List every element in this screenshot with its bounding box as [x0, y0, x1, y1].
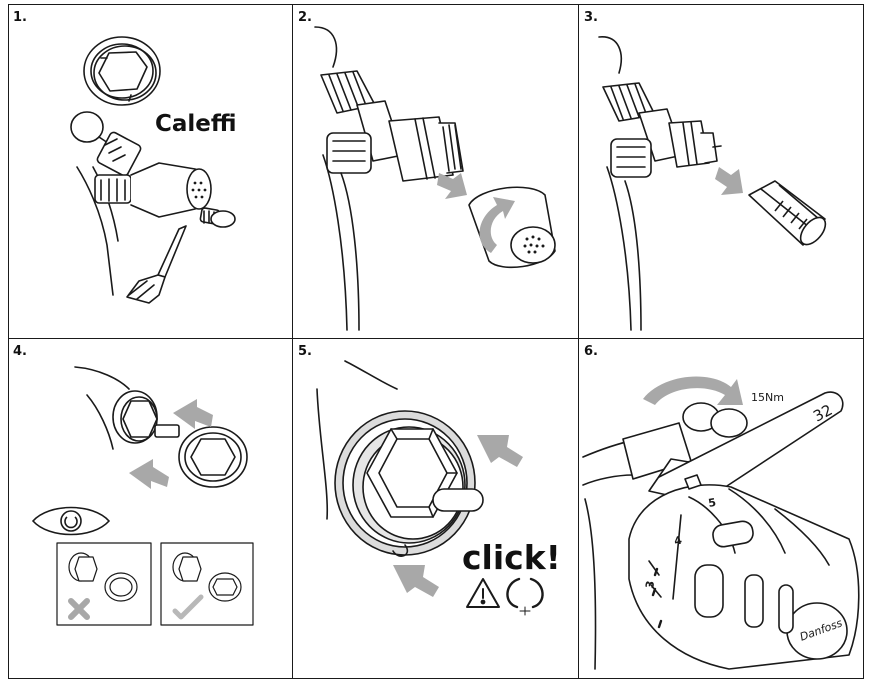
valve-insert-part — [199, 207, 236, 228]
panel-5-illustration — [316, 360, 544, 616]
valve-insert-illustration — [748, 180, 827, 246]
panel-2-illustration — [314, 26, 556, 331]
wrench-icon — [658, 391, 844, 508]
cross-mark-icon — [68, 598, 90, 620]
step-2-number: 2. — [298, 10, 312, 25]
incorrect-example-illustration — [68, 552, 138, 602]
panel-6-illustration: 5 4 3 Danfoss 15Nm 32 — [582, 376, 860, 670]
svg-text:5: 5 — [707, 496, 717, 510]
eye-icon — [31, 506, 111, 536]
rotation-arrow-icon — [643, 376, 743, 405]
adapter-ring-illustration — [83, 36, 161, 106]
correct-example-illustration — [172, 552, 242, 602]
step-3-number: 3. — [584, 10, 598, 25]
direction-arrow-icon — [173, 399, 213, 429]
screwdriver-icon — [126, 225, 187, 304]
step-4-number: 4. — [13, 344, 27, 359]
panel-3-illustration — [598, 36, 827, 331]
rotate-icon — [506, 577, 544, 616]
rotation-arrow-icon — [479, 197, 515, 253]
direction-arrow-icon — [715, 167, 743, 195]
direction-arrow-icon — [393, 565, 439, 597]
step-1-number: 1. — [13, 10, 27, 25]
direction-arrow-icon — [129, 459, 169, 489]
warning-icon — [466, 578, 500, 608]
step-5-number: 5. — [298, 344, 312, 359]
torque-label: 15Nm — [751, 391, 784, 404]
direction-arrow-icon — [437, 173, 467, 199]
panel-1-illustration — [70, 36, 236, 304]
caleffi-label: Caleffi — [155, 111, 237, 137]
svg-text:4: 4 — [673, 534, 684, 548]
check-mark-icon — [172, 594, 204, 620]
step-6-number: 6. — [584, 344, 598, 359]
svg-text:3: 3 — [643, 580, 657, 590]
panel-4-illustration — [31, 366, 254, 626]
click-label: click! — [462, 538, 561, 577]
direction-arrow-icon — [477, 435, 523, 467]
